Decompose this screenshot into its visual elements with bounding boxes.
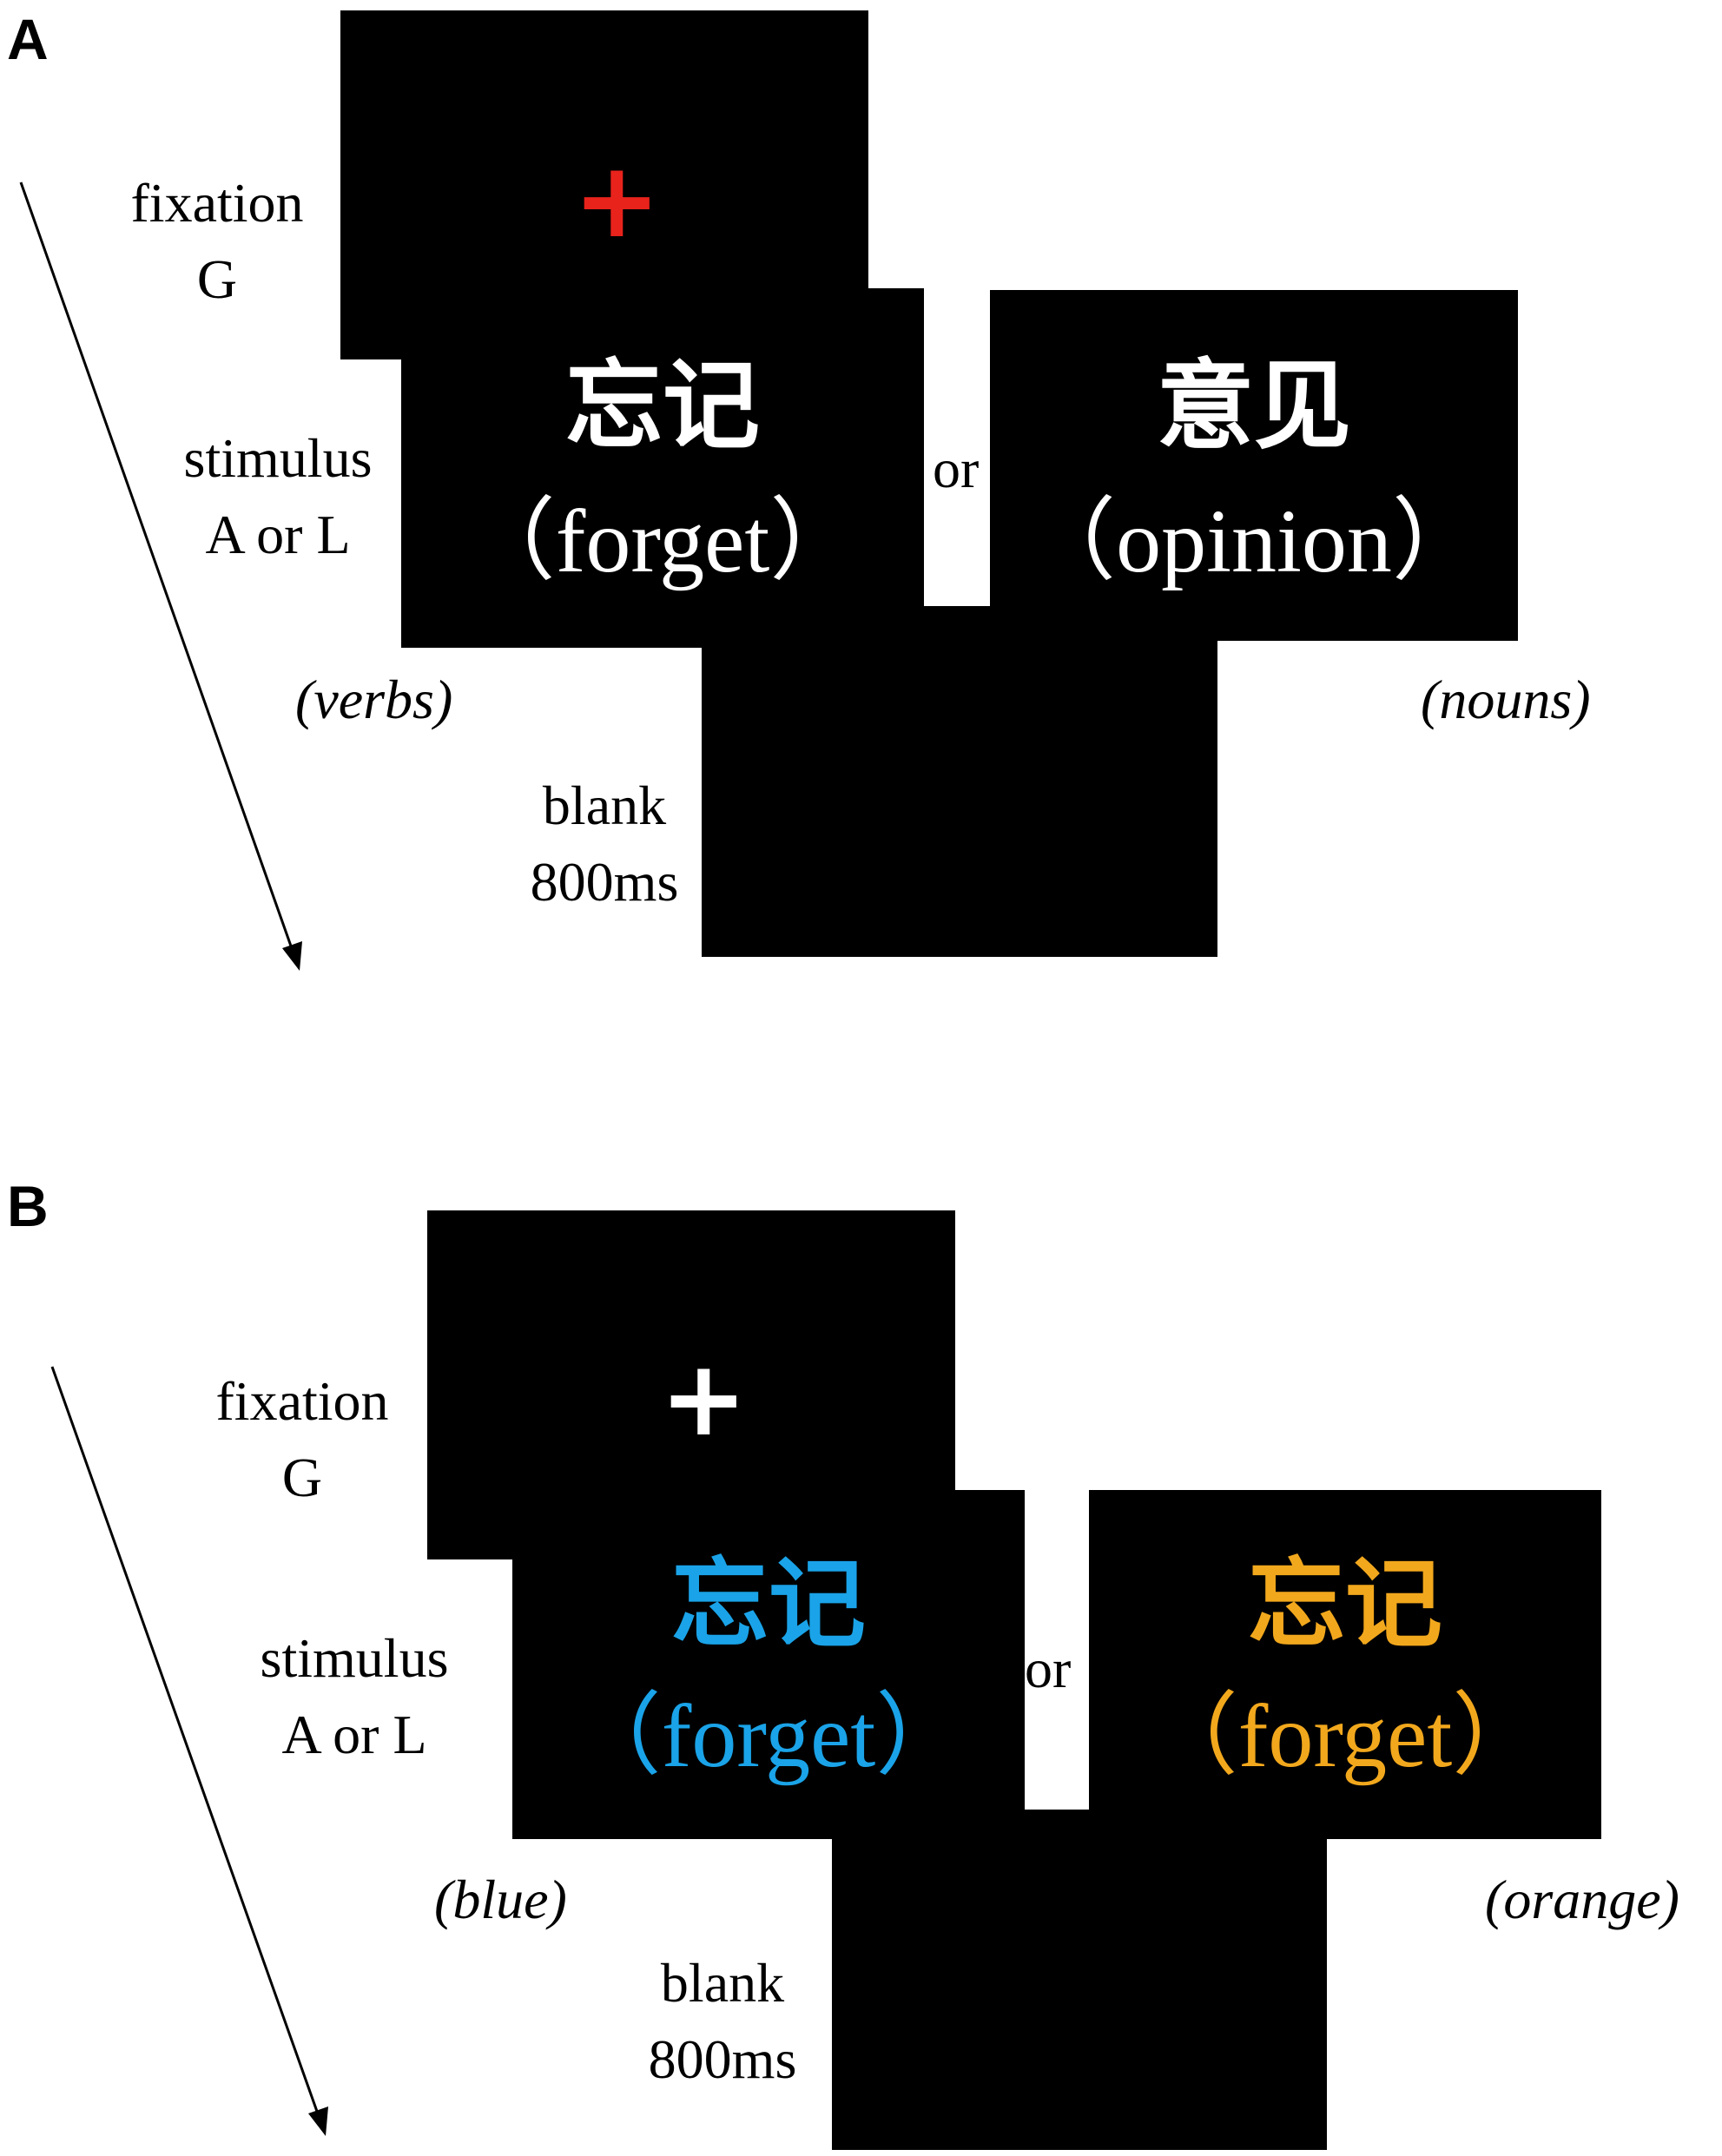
blank-screen <box>832 1810 1327 2150</box>
stimulus-screen-left: 忘记 （forget） <box>512 1490 1025 1839</box>
or-label: or <box>933 438 980 499</box>
stimulus-word-english: （opinion） <box>1026 491 1482 591</box>
panel-letter: A <box>7 7 49 71</box>
stimulus-word-chinese: 意见 <box>1157 350 1351 463</box>
or-label: or <box>1025 1638 1072 1699</box>
fixation-cross: + <box>660 1339 748 1460</box>
stimulus-label: stimulus A or L <box>260 1627 449 1765</box>
stimulus-word-chinese: 忘记 <box>671 1548 866 1661</box>
blank-screen <box>702 606 1217 957</box>
stimulus-word-english: （forget） <box>571 1686 967 1786</box>
stimulus-word-chinese: 忘记 <box>565 350 760 463</box>
blank-label: blank 800ms <box>530 775 679 913</box>
fixation-cross: + <box>573 141 661 261</box>
condition-label-left: (verbs) <box>295 669 453 730</box>
fixation-label: fixation G <box>215 1370 389 1508</box>
condition-label-right: (orange) <box>1485 1869 1679 1930</box>
stimulus-word-chinese: 忘记 <box>1248 1548 1442 1661</box>
stimulus-word-english: （forget） <box>465 491 861 591</box>
stimulus-screen-left: 忘记 （forget） <box>401 288 924 648</box>
condition-label-right: (nouns) <box>1421 669 1591 730</box>
panel-letter: B <box>7 1174 49 1238</box>
condition-label-left: (blue) <box>434 1869 567 1930</box>
stimulus-word-english: （forget） <box>1147 1686 1543 1786</box>
fixation-label: fixation G <box>130 172 304 310</box>
blank-label: blank 800ms <box>648 1952 797 2090</box>
stimulus-screen-right: 忘记 （forget） <box>1089 1490 1601 1839</box>
stimulus-screen-right: 意见 （opinion） <box>990 290 1518 641</box>
stimulus-label: stimulus A or L <box>183 427 373 565</box>
